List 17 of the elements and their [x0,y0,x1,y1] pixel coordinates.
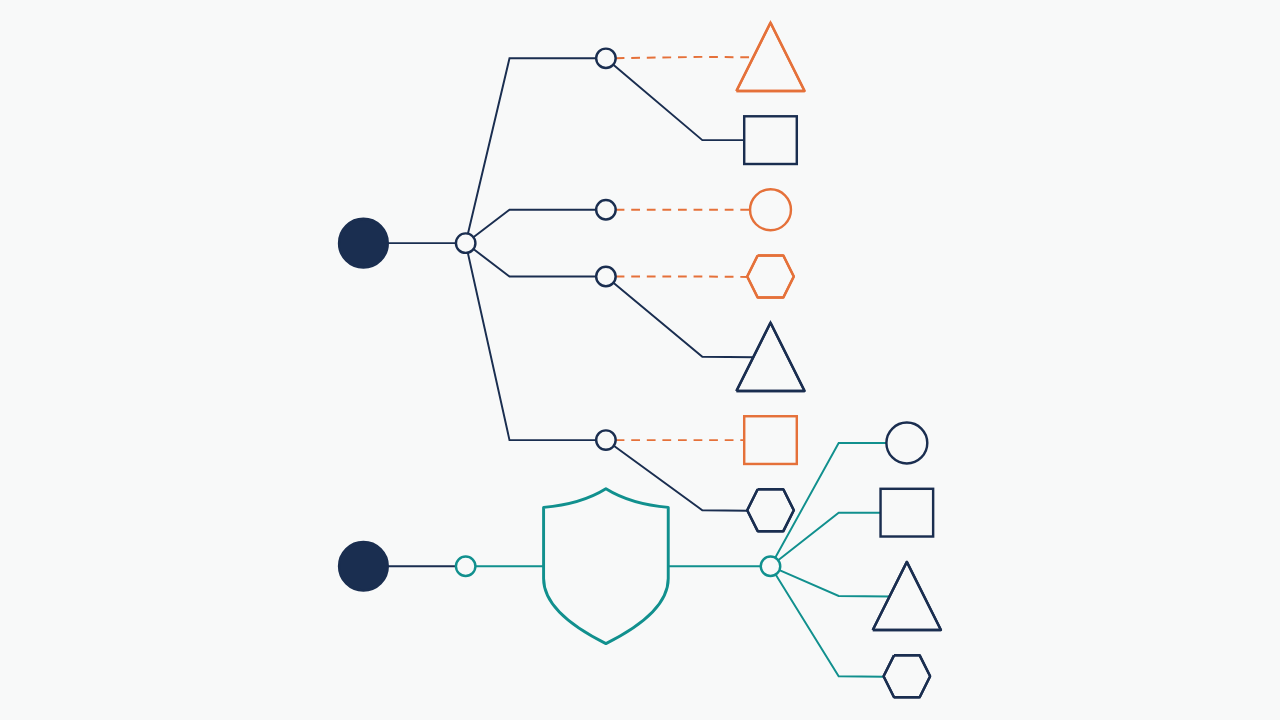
connector [612,444,749,512]
node-circle [759,555,782,578]
node-circle [594,47,617,70]
node-circle [337,540,389,592]
connector [774,573,885,678]
node-square [879,487,935,538]
node-square [743,415,798,466]
node-circle [594,265,617,288]
node-circle [885,421,929,465]
node-circle [748,188,793,232]
node-circle [337,217,389,269]
node-square [743,115,798,166]
node-shield [542,487,670,646]
node-circle [454,555,477,578]
node-circle [454,232,477,255]
node-circle [594,198,617,221]
node-circle [594,429,617,452]
